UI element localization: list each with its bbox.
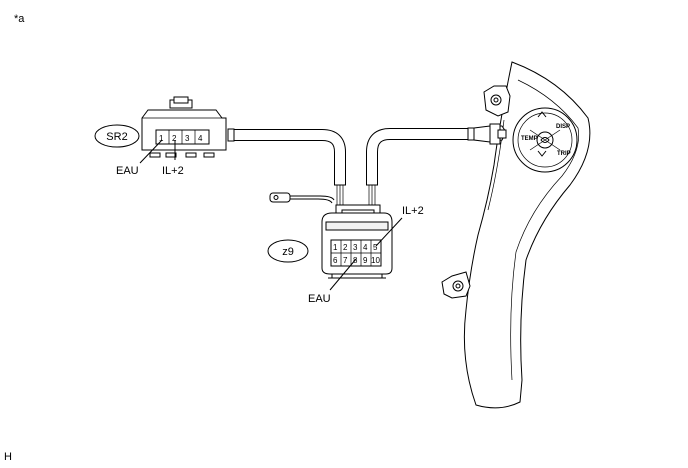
z9-label-bubble: [267, 239, 309, 263]
connector-z9: 1 2 3 4 5 6 7 8 9 10: [321, 204, 393, 279]
sr2-pin-2: 2: [172, 134, 177, 143]
z9-il2-label: IL+2: [402, 205, 424, 217]
steering-pad-switch: DISP TEMP TRIP: [441, 61, 591, 409]
z9-pin-4: 4: [363, 243, 368, 252]
z9-pin-8: 8: [353, 256, 358, 265]
sr2-label-bubble: [94, 124, 140, 148]
z9-pin-10: 10: [371, 256, 380, 265]
z9-connector-name: z9: [282, 246, 294, 258]
connector-sr2: 1 2 3 4: [141, 96, 227, 158]
z9-pin-6: 6: [333, 256, 338, 265]
sr2-eau-label: EAU: [116, 165, 139, 177]
ground-lead: [269, 192, 335, 204]
disp-button-label: DISP: [556, 124, 570, 130]
sr2-pin-3: 3: [185, 134, 190, 143]
sr2-connector-name: SR2: [106, 131, 127, 143]
trip-button-label: TRIP: [557, 151, 571, 157]
sr2-pin-4: 4: [198, 134, 203, 143]
z9-pin-1: 1: [333, 243, 338, 252]
temp-button-label: TEMP: [521, 136, 538, 142]
z9-pin-7: 7: [343, 256, 348, 265]
z9-pin-2: 2: [343, 243, 348, 252]
z9-pin-9: 9: [363, 256, 368, 265]
sr2-il2-label: IL+2: [162, 165, 184, 177]
sr2-eau-leader: [139, 139, 163, 164]
z9-pin-3: 3: [353, 243, 358, 252]
z9-eau-label: EAU: [308, 293, 331, 305]
z9-eau-leader: [329, 258, 357, 291]
figure-corner-label: *a: [14, 13, 25, 25]
wire-harness: [227, 127, 475, 205]
figure-footer-label: H: [4, 451, 12, 463]
z9-il2-leader: [375, 217, 403, 247]
sr2-pin-1: 1: [159, 134, 164, 143]
z9-pin-5: 5: [373, 243, 378, 252]
